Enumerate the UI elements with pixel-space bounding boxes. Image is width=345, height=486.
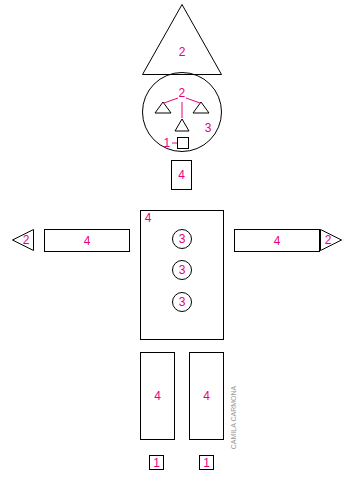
count-number: 1 [153, 457, 160, 469]
leader-line [186, 98, 200, 103]
button-circle: 3 [172, 229, 192, 249]
foot-square: 1 [199, 455, 214, 470]
mouth-square [178, 138, 189, 149]
count-number: 4 [274, 235, 281, 247]
count-number: 3 [179, 233, 186, 245]
leader-line [164, 98, 178, 103]
arm-rect: 4 [44, 229, 130, 252]
count-number: 3 [179, 264, 186, 276]
count-number: 2 [179, 46, 186, 58]
count-number: 4 [145, 212, 152, 224]
eye-triangle [193, 102, 209, 113]
callout-number: 2 [179, 87, 186, 99]
button-circle: 3 [172, 260, 192, 280]
leg-rect: 4 [189, 352, 224, 440]
count-number: 4 [84, 235, 91, 247]
shape-outline [142, 72, 222, 152]
count-number: 3 [205, 122, 212, 134]
body-rect: 4 3 3 3 [140, 210, 224, 340]
hand-triangle: 2 [320, 229, 342, 251]
callout-number: 1 [164, 137, 171, 149]
button-circle: 3 [172, 292, 192, 312]
count-number: 2 [325, 234, 332, 246]
count-number: 4 [178, 169, 185, 181]
leader-line [182, 102, 183, 118]
hat-triangle: 2 [142, 4, 222, 75]
neck-rect: 4 [171, 160, 192, 190]
hand-triangle: 2 [12, 229, 34, 251]
arm-rect: 4 [234, 229, 320, 252]
leg-rect: 4 [140, 352, 175, 440]
count-number: 1 [203, 457, 210, 469]
count-number: 4 [154, 390, 161, 402]
shape-outline [142, 4, 222, 75]
nose-triangle [175, 119, 189, 131]
eye-triangle [155, 102, 171, 113]
count-number: 3 [179, 296, 186, 308]
count-number: 2 [23, 234, 30, 246]
head-circle: 3 [142, 72, 222, 152]
count-number: 4 [203, 390, 210, 402]
leader-line [172, 143, 177, 144]
foot-square: 1 [149, 455, 164, 470]
watermark: CAMILA CARMONA [230, 385, 237, 448]
